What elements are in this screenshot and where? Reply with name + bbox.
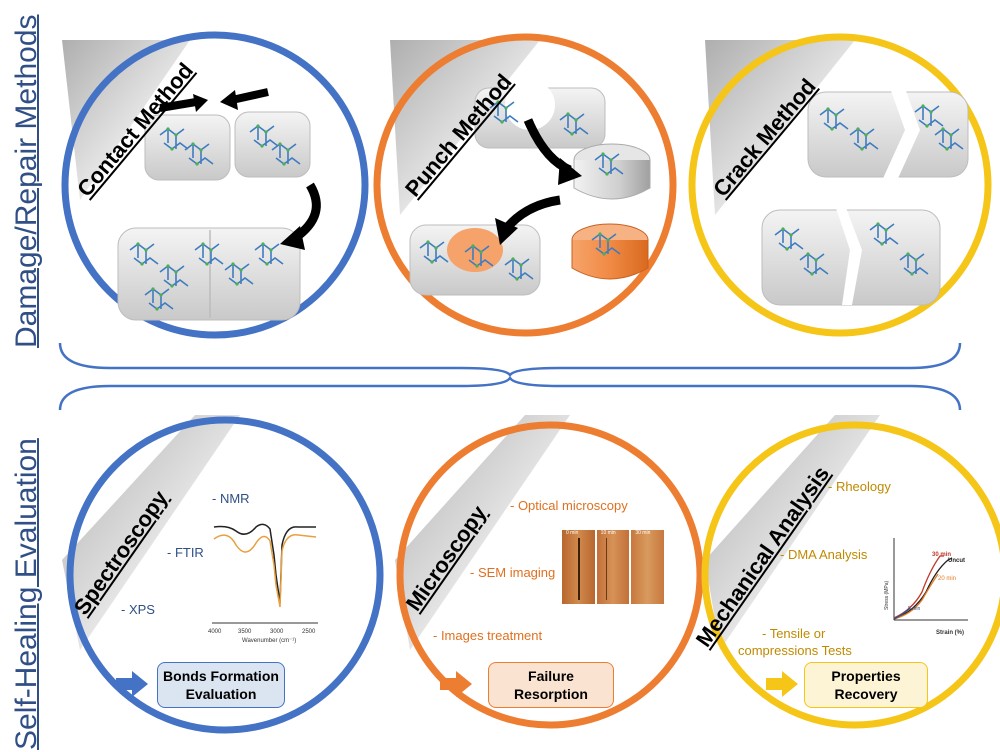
properties-recovery-box: Properties Recovery (804, 662, 928, 708)
bonds-formation-line2: Evaluation (185, 686, 257, 702)
ftir-xlabel: Wavenumber (cm⁻¹) (242, 638, 296, 644)
crack-hydrogels (761, 88, 969, 306)
properties-recovery-line2: Recovery (834, 686, 898, 702)
series-label-5min: 5 min (908, 606, 920, 612)
top-brace (58, 342, 962, 378)
microscopy-panel (395, 415, 704, 729)
orange-arrow (440, 671, 472, 697)
blue-arrow (116, 671, 148, 697)
xps-item: - XPS (121, 602, 155, 617)
crack-panel (688, 33, 992, 337)
stress-ylabel: Stress (MPa) (884, 580, 890, 610)
tensile-item: - Tensile or (762, 626, 826, 641)
ftir-spectrum: 4000 3500 3000 2500 Wavenumber (cm⁻¹) (208, 523, 318, 644)
images-treatment-item: - Images treatment (433, 628, 543, 643)
ftir-tick-2500: 2500 (302, 629, 316, 635)
contact-hydrogels (117, 88, 321, 321)
properties-recovery-line1: Properties (831, 668, 901, 684)
micrograph-30min: 30 min (631, 530, 665, 604)
strain-xlabel: Strain (%) (936, 630, 964, 636)
ftir-item: - FTIR (167, 545, 204, 560)
spectroscopy-panel (62, 415, 384, 734)
stress-strain-chart: 30 min Uncut 20 min 5 min Stress (MPa) S… (884, 538, 968, 636)
ftir-tick-3000: 3000 (270, 629, 284, 635)
compressions-item: compressions Tests (738, 643, 852, 658)
failure-resorption-line2: Resorption (514, 686, 588, 702)
micrograph-strip: 0 min 10 min 30 min (562, 530, 665, 604)
series-label-30min: 30 min (932, 552, 951, 558)
nmr-item: - NMR (212, 491, 250, 506)
bottom-brace (58, 375, 962, 411)
ftir-tick-3500: 3500 (238, 629, 252, 635)
bonds-formation-box: Bonds Formation Evaluation (157, 662, 285, 708)
series-label-uncut: Uncut (948, 558, 965, 564)
ftir-tick-4000: 4000 (208, 629, 222, 635)
sem-imaging-item: - SEM imaging (470, 565, 556, 580)
failure-resorption-box: Failure Resorption (488, 662, 614, 708)
contact-panel (61, 31, 369, 339)
micrograph-10min: 10 min (596, 530, 630, 604)
rheology-item: - Rheology (828, 479, 891, 494)
yellow-arrow (766, 671, 798, 697)
micrograph-0min: 0 min (562, 530, 595, 604)
optical-microscopy-item: - Optical microscopy (510, 498, 628, 513)
bonds-formation-line1: Bonds Formation (163, 668, 279, 684)
dma-analysis-item: - DMA Analysis (780, 547, 868, 562)
series-label-20min: 20 min (938, 576, 956, 582)
punch-hydrogels (409, 80, 651, 296)
punch-panel (373, 33, 677, 337)
failure-resorption-line1: Failure (528, 668, 574, 684)
mechanical-panel (701, 415, 1000, 729)
